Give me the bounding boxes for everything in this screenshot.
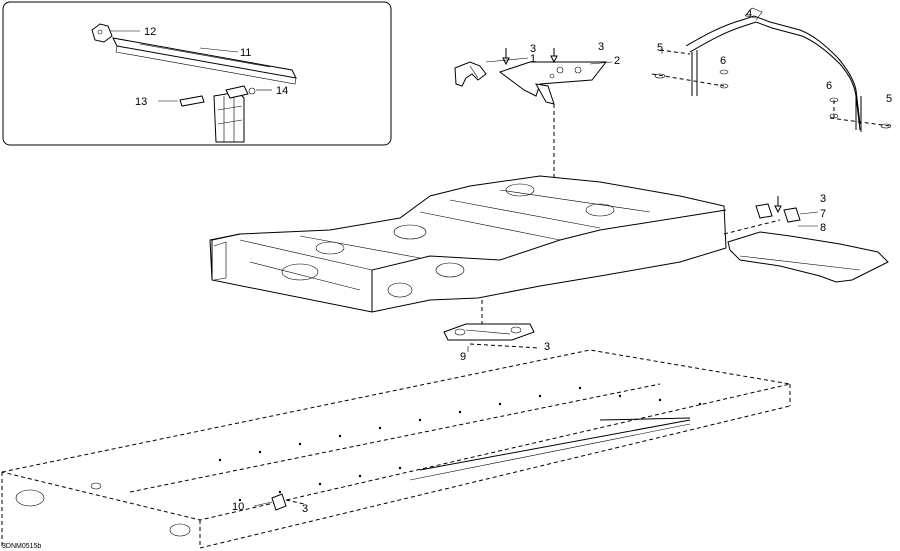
callout-11: 11 <box>240 47 251 59</box>
callout-1: 1 <box>530 53 536 65</box>
tunnel <box>1 349 791 549</box>
bolts-3-top <box>502 48 558 66</box>
drawing-code: 3DNM0515b <box>2 543 41 550</box>
part-12-clip <box>91 23 113 43</box>
part-9-bracket <box>443 300 541 349</box>
fasteners-5-6 <box>651 49 892 129</box>
part-2-plate <box>498 61 608 105</box>
part-1-bracket <box>454 61 487 87</box>
callout-3-e: 3 <box>302 503 308 515</box>
callout-6-b: 6 <box>826 80 832 92</box>
callout-3-a: 3 <box>530 43 536 55</box>
inset-panel <box>2 1 392 146</box>
bolt-3-right <box>723 196 782 235</box>
callout-4: 4 <box>746 8 752 20</box>
part-11-bar <box>112 37 297 85</box>
callout-12: 12 <box>144 26 156 38</box>
callout-6-a: 6 <box>720 55 726 67</box>
part-13-14-bracket <box>179 85 256 143</box>
callout-5-a: 5 <box>657 42 663 54</box>
callout-10: 10 <box>232 501 244 513</box>
part-8-footrest <box>727 231 889 283</box>
callout-7: 7 <box>820 208 826 220</box>
part-7-clip <box>755 203 801 223</box>
callout-5-b: 5 <box>886 93 892 105</box>
callout-3-d: 3 <box>544 341 550 353</box>
tunnel-rivets <box>218 386 702 502</box>
callout-13: 13 <box>135 96 147 108</box>
part-4-handle <box>685 7 862 132</box>
callout-14: 14 <box>276 85 288 97</box>
leader-lines <box>253 15 819 507</box>
callout-8: 8 <box>820 222 826 234</box>
part-10-clip <box>271 493 305 511</box>
callout-3-c: 3 <box>820 193 826 205</box>
callout-3-b: 3 <box>598 41 604 53</box>
chassis-frame <box>209 175 727 313</box>
callout-9: 9 <box>460 351 466 363</box>
callout-2: 2 <box>614 55 620 67</box>
